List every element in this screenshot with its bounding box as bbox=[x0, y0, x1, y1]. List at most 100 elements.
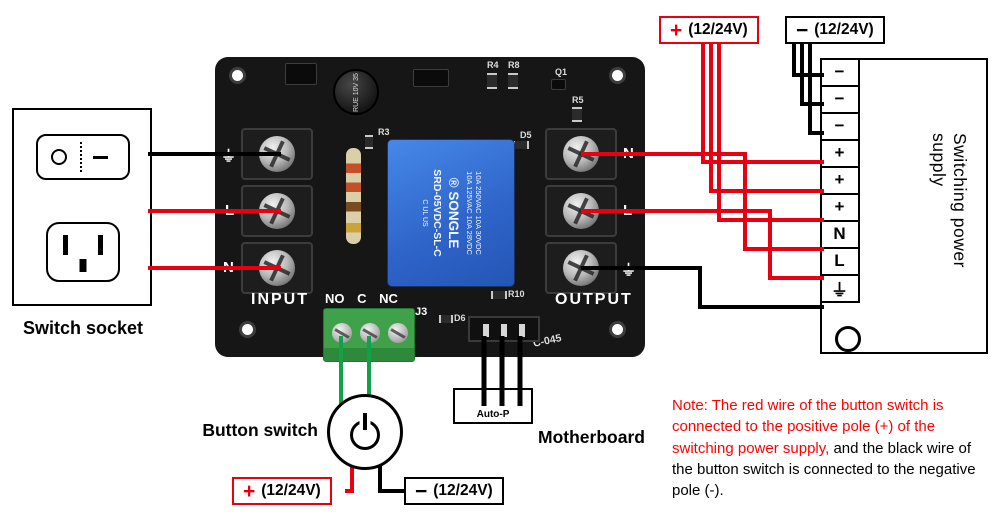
wire-plus-2 bbox=[709, 40, 824, 193]
outlet-slot-right bbox=[98, 235, 103, 255]
j3-silkscreen: J3 bbox=[415, 306, 428, 318]
plus-bottom-text: (12/24V) bbox=[261, 482, 321, 499]
output-n-label: N bbox=[623, 145, 634, 162]
header-pin bbox=[501, 324, 507, 337]
rocker-switch-icon bbox=[36, 134, 130, 180]
relay-ratings-1: 10A 250VAC 10A 30VDC bbox=[473, 171, 483, 255]
psu-terminal-plus-3: + bbox=[819, 192, 860, 222]
input-terminal-neutral bbox=[241, 242, 313, 294]
ref-r3: R3 bbox=[378, 127, 390, 137]
mounting-hole bbox=[609, 67, 626, 84]
input-ground-label: ⏚ bbox=[221, 148, 237, 165]
no-c-nc-silkscreen: NO C NC bbox=[325, 291, 398, 306]
input-terminal-live bbox=[241, 185, 313, 237]
output-terminal-l bbox=[545, 185, 617, 237]
ref-d5: D5 bbox=[520, 130, 532, 140]
outlet-slot-left bbox=[63, 235, 68, 255]
ref-d6: D6 bbox=[454, 313, 466, 323]
screw-icon bbox=[563, 193, 599, 229]
output-ground-label: ⏚ bbox=[621, 262, 637, 279]
ref-q1: Q1 bbox=[555, 67, 568, 77]
motherboard-label: Motherboard bbox=[538, 427, 645, 447]
relay-module-board: RUE 10V 35 R3 R4 R8 Q1 R5 D5 R10 D6 C-04… bbox=[215, 57, 645, 362]
rocker-on-icon bbox=[51, 149, 67, 165]
minus-sign: − bbox=[415, 479, 428, 503]
minus-bottom-text: (12/24V) bbox=[433, 482, 493, 499]
screw-icon bbox=[563, 136, 599, 172]
note-text: Note: The red wire of the button switch … bbox=[672, 395, 996, 501]
socket-outlet-icon bbox=[46, 222, 120, 282]
power-icon bbox=[347, 413, 383, 450]
wire-plus-1 bbox=[701, 40, 824, 164]
relay-brand: ® SONGLE bbox=[446, 177, 461, 249]
relay: 10A 250VAC 10A 30VDC 10A 125VAC 10A 28VD… bbox=[387, 139, 515, 287]
capacitor: RUE 10V 35 bbox=[333, 69, 379, 115]
transistor-q1 bbox=[551, 79, 566, 90]
header-pin bbox=[483, 324, 489, 337]
button-switch-label: Button switch bbox=[202, 420, 318, 440]
psu-terminal-minus-1: − bbox=[819, 57, 860, 87]
smd-resistor bbox=[508, 73, 518, 89]
switching-power-supply: − − − + + + N L ⏚ Switching power supply bbox=[819, 57, 988, 354]
relay-ratings-2: 10A 125VAC 10A 28VDC bbox=[464, 171, 474, 255]
psu-adjust-circle bbox=[835, 326, 861, 352]
smd-resistor bbox=[491, 291, 507, 299]
wire-plus-3 bbox=[717, 40, 824, 222]
outlet-slot-bottom bbox=[79, 259, 87, 272]
psu-terminal-n: N bbox=[819, 219, 860, 249]
input-terminal-ground bbox=[241, 128, 313, 180]
resistor bbox=[346, 148, 361, 244]
relay-markings: 10A 250VAC 10A 30VDC 10A 125VAC 10A 28VD… bbox=[419, 142, 483, 284]
rocker-divider bbox=[80, 142, 82, 172]
plus-sign: + bbox=[670, 18, 683, 42]
screw-icon bbox=[259, 250, 295, 286]
power-line-icon bbox=[363, 413, 367, 430]
screw-icon bbox=[388, 323, 408, 343]
output-terminal-ground bbox=[545, 242, 617, 294]
screw-icon bbox=[563, 250, 599, 286]
psu-label: Switching power supply bbox=[929, 133, 970, 268]
mounting-hole bbox=[609, 321, 626, 338]
psu-terminal-minus-2: − bbox=[819, 84, 860, 114]
relay-output-terminal-green bbox=[323, 308, 415, 362]
plus-sign: + bbox=[243, 479, 256, 503]
ref-r8: R8 bbox=[508, 60, 520, 70]
output-terminal-n bbox=[545, 128, 617, 180]
smd-diode bbox=[513, 141, 529, 149]
switch-socket-label: Switch socket bbox=[22, 318, 144, 338]
auto-p-label: Auto-P bbox=[476, 409, 510, 420]
plus-top-text: (12/24V) bbox=[688, 21, 748, 38]
mounting-hole bbox=[229, 67, 246, 84]
button-switch bbox=[327, 394, 403, 470]
smd-resistor bbox=[365, 135, 373, 149]
psu-terminal-minus-3: − bbox=[819, 111, 860, 141]
ref-r10: R10 bbox=[508, 289, 525, 299]
note-black-text: and the black wire of the button switch … bbox=[672, 439, 976, 500]
screw-icon bbox=[259, 193, 295, 229]
screw-icon bbox=[332, 323, 352, 343]
minus-sign: − bbox=[796, 18, 809, 42]
psu-terminal-plus-2: + bbox=[819, 165, 860, 195]
plus-12-24v-top-tag: + (12/24V) bbox=[659, 16, 759, 44]
switch-socket-panel bbox=[12, 108, 152, 306]
rocker-off-icon bbox=[93, 155, 108, 159]
output-silkscreen: OUTPUT bbox=[555, 291, 633, 308]
ref-r5: R5 bbox=[572, 95, 584, 105]
input-silkscreen: INPUT bbox=[251, 291, 309, 308]
minus-12-24v-bottom-tag: − (12/24V) bbox=[404, 477, 504, 505]
smd-diode bbox=[439, 315, 453, 323]
smd-component bbox=[285, 63, 317, 85]
minus-12-24v-top-tag: − (12/24V) bbox=[785, 16, 885, 44]
plus-12-24v-bottom-tag: + (12/24V) bbox=[232, 477, 332, 505]
smd-resistor bbox=[572, 107, 582, 122]
input-neutral-label: N bbox=[223, 259, 234, 276]
minus-top-text: (12/24V) bbox=[814, 21, 874, 38]
relay-cert: C UL US bbox=[421, 199, 428, 227]
screw-icon bbox=[259, 136, 295, 172]
screw-icon bbox=[360, 323, 380, 343]
ref-r4: R4 bbox=[487, 60, 499, 70]
psu-terminal-ground: ⏚ bbox=[819, 273, 860, 303]
header-pin bbox=[519, 324, 525, 337]
smd-component bbox=[413, 69, 449, 87]
